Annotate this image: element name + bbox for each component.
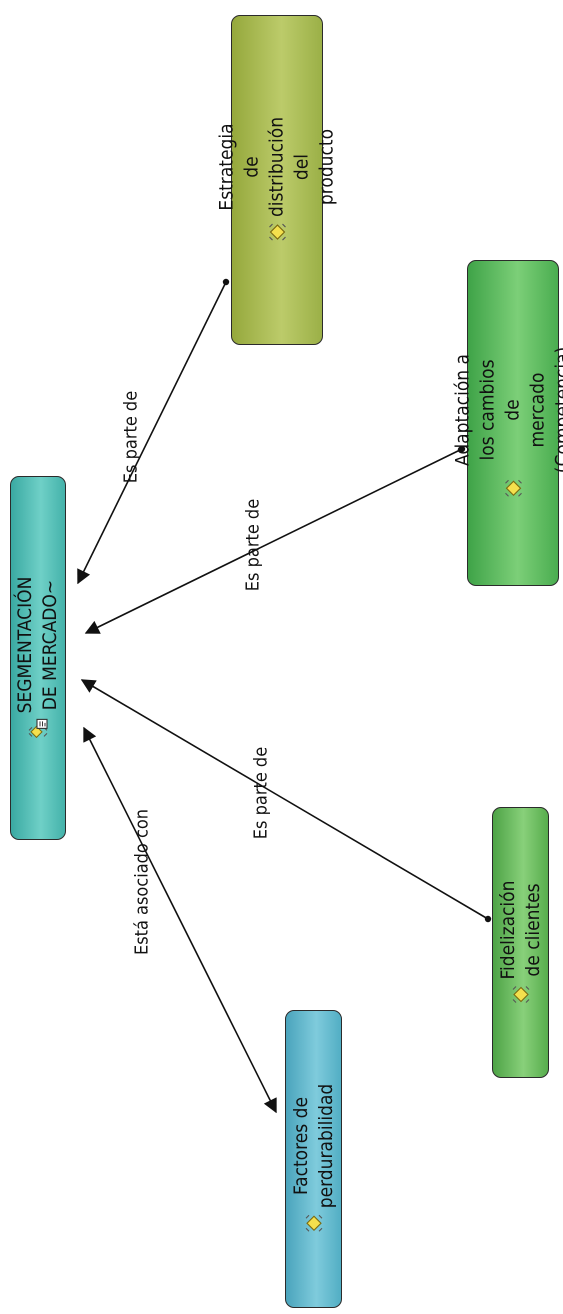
concept-label: Factores de perdurabilidad (289, 1083, 337, 1209)
concept-icon (504, 479, 522, 497)
edge-label-estrategia: Es parte de (120, 390, 142, 484)
edge-estrategia-dot (222, 278, 230, 286)
concept-label: Estrategia de distribución del producto (215, 116, 338, 218)
edge-fidelizacion-dot (484, 915, 492, 923)
edge-adaptacion-segmentacion[interactable] (84, 448, 463, 634)
concept-icon (268, 223, 286, 241)
edge-fidelizacion-segmentacion[interactable] (80, 679, 489, 920)
concept-segmentacion-mercado[interactable]: SEGMENTACIÓN DE MERCADO~ (10, 476, 66, 840)
edge-segmentacion-factores[interactable] (83, 726, 277, 1114)
edge-label-fidelizacion: Es parte de (250, 746, 272, 840)
concept-estrategia-distribucion[interactable]: Estrategia de distribución del producto (216, 15, 338, 345)
edge-label-factores: Está asociado con (131, 808, 153, 956)
edge-estrategia-segmentacion[interactable] (77, 281, 227, 585)
concept-label: SEGMENTACIÓN DE MERCADO~ (14, 576, 61, 714)
concept-label: Adaptación a los cambios de mercado (Com… (451, 346, 563, 474)
concept-note-icon (28, 718, 48, 739)
concept-label: Fidelización de clientes (496, 880, 544, 979)
concept-adaptacion-cambios[interactable]: Adaptación a los cambios de mercado (Com… (452, 260, 563, 586)
edge-label-adaptacion: Es parte de (242, 498, 264, 592)
concept-icon (512, 985, 529, 1003)
concept-icon (305, 1214, 322, 1232)
concept-factores-perdurabilidad[interactable]: Factores de perdurabilidad (285, 1010, 342, 1308)
concept-fidelizacion-clientes[interactable]: Fidelización de clientes (492, 807, 549, 1078)
edge-adaptacion-dot (458, 445, 466, 453)
